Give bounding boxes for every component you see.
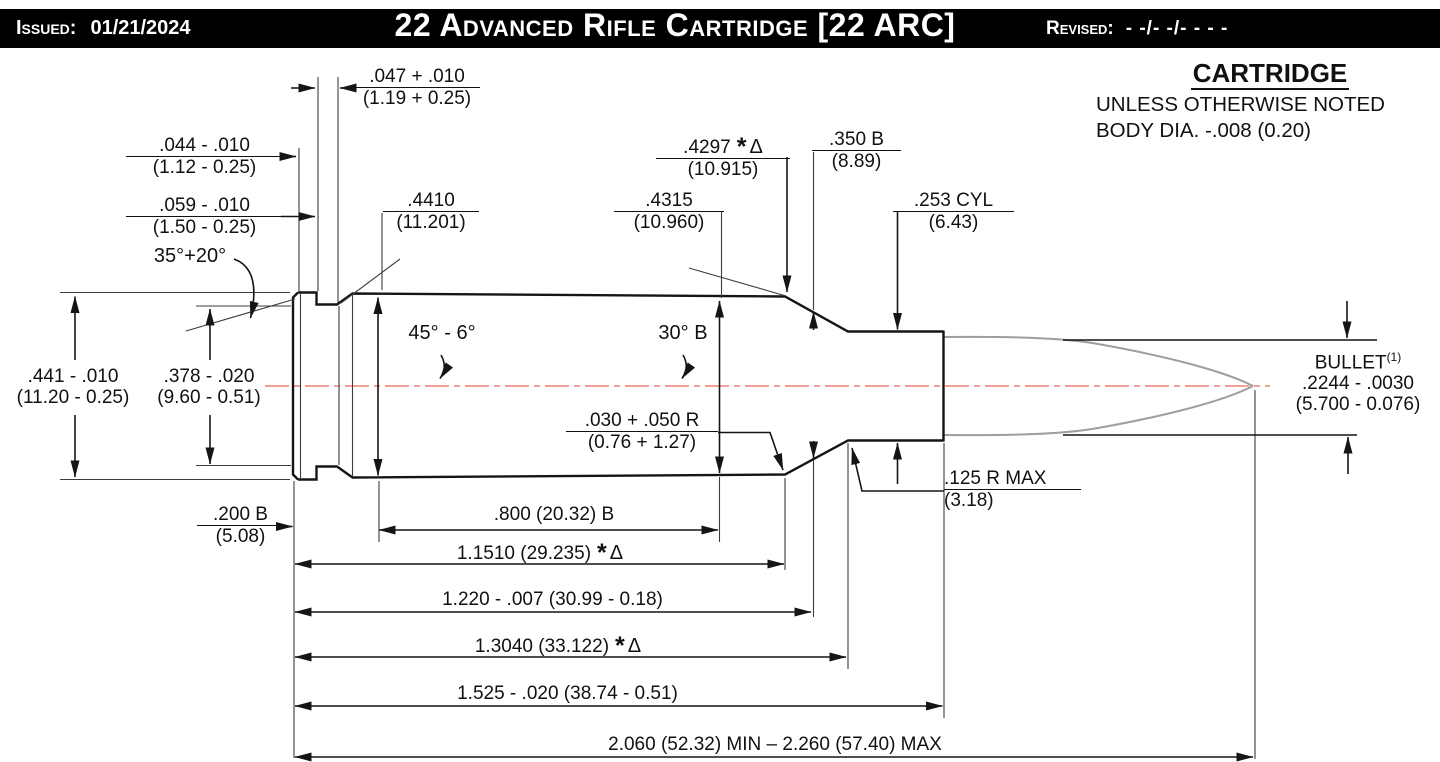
delta-marker: Δ	[609, 542, 624, 564]
dim-to-shoulder: 1.1510 (29.235)*Δ	[456, 539, 624, 567]
callout-neck-dia: .253 CYL (6.43)	[893, 190, 1014, 233]
callout-groove-dia: .378 - .020 (9.60 - 0.51)	[157, 366, 261, 408]
notes-heading: CARTRIDGE	[1190, 58, 1350, 90]
dim-overall-length: 2.060 (52.32) MIN – 2.260 (57.40) MAX	[608, 734, 942, 755]
callout-rim-thickness: .059 - .010 (1.50 - 0.25)	[126, 195, 283, 238]
star-marker: *	[615, 632, 625, 660]
case-outline	[291, 291, 945, 481]
delta-marker: Δ	[627, 635, 642, 657]
callout-body-dia-rear: .4315 (10.960)	[614, 190, 724, 233]
dim-to-datum: 1.220 - .007 (30.99 - 0.18)	[442, 589, 663, 610]
callout-rim-dia: .441 - .010 (11.20 - 0.25)	[16, 366, 130, 408]
callout-body-dia-head: .4410 (11.201)	[383, 190, 479, 233]
callout-extractor-angle: 45° - 6°	[408, 322, 476, 344]
notes-line-1: UNLESS OTHERWISE NOTED	[1096, 93, 1385, 116]
star-marker: *	[736, 133, 747, 161]
star-marker: *	[597, 539, 607, 567]
title-bar-raised-center	[552, 9, 1066, 19]
revised-label: Revised:	[1046, 18, 1114, 39]
delta-marker: Δ	[749, 136, 763, 158]
dimension-lines	[70, 83, 1377, 762]
callout-rim-angle: 35°+20°	[153, 245, 227, 267]
extension-lines	[60, 77, 1256, 759]
revised-date: - -/- -/- - - -	[1125, 18, 1229, 39]
callout-shoulder-dia: .4297*Δ (10.915)	[656, 135, 790, 180]
dim-to-neck: 1.3040 (33.122)*Δ	[474, 632, 642, 660]
bullet-name: BULLET	[1314, 352, 1387, 374]
issued-label: Issued:	[16, 17, 77, 39]
bullet-footnote: (1)	[1386, 350, 1402, 364]
callout-neck-radius: .125 R MAX (3.18)	[944, 468, 1081, 511]
callout-rim-bevel: .044 - .010 (1.12 - 0.25)	[126, 135, 283, 178]
callout-groove-width: .047 + .010 (1.19 + 0.25)	[354, 66, 480, 109]
bullet-outline	[943, 335, 1254, 437]
callout-datum-dia: .350 B (8.89)	[812, 129, 901, 172]
callout-shoulder-angle: 30° B	[658, 322, 708, 344]
issued-date: 01/21/2024	[90, 17, 191, 39]
issued-field: Issued: 01/21/2024	[16, 9, 191, 48]
title-bar	[0, 9, 1440, 48]
callout-junction-radius: .030 + .050 R (0.76 + 1.27)	[566, 410, 718, 453]
callout-head-to-datum: .200 B (5.08)	[197, 504, 284, 547]
bullet-label: BULLET(1) .2244 - .0030 (5.700 - 0.076)	[1295, 350, 1421, 416]
revised-field: Revised: - -/- -/- - - -	[1046, 9, 1228, 48]
dim-case-length: 1.525 - .020 (38.74 - 0.51)	[457, 683, 678, 704]
dim-body-length: .800 (20.32) B	[493, 504, 615, 525]
notes-line-2: BODY DIA. -.008 (0.20)	[1096, 119, 1311, 142]
cartridge-notes: CARTRIDGE UNLESS OTHERWISE NOTED BODY DI…	[1096, 58, 1440, 144]
page-title: 22 Advanced Rifle Cartridge [22 ARC]	[394, 7, 956, 43]
